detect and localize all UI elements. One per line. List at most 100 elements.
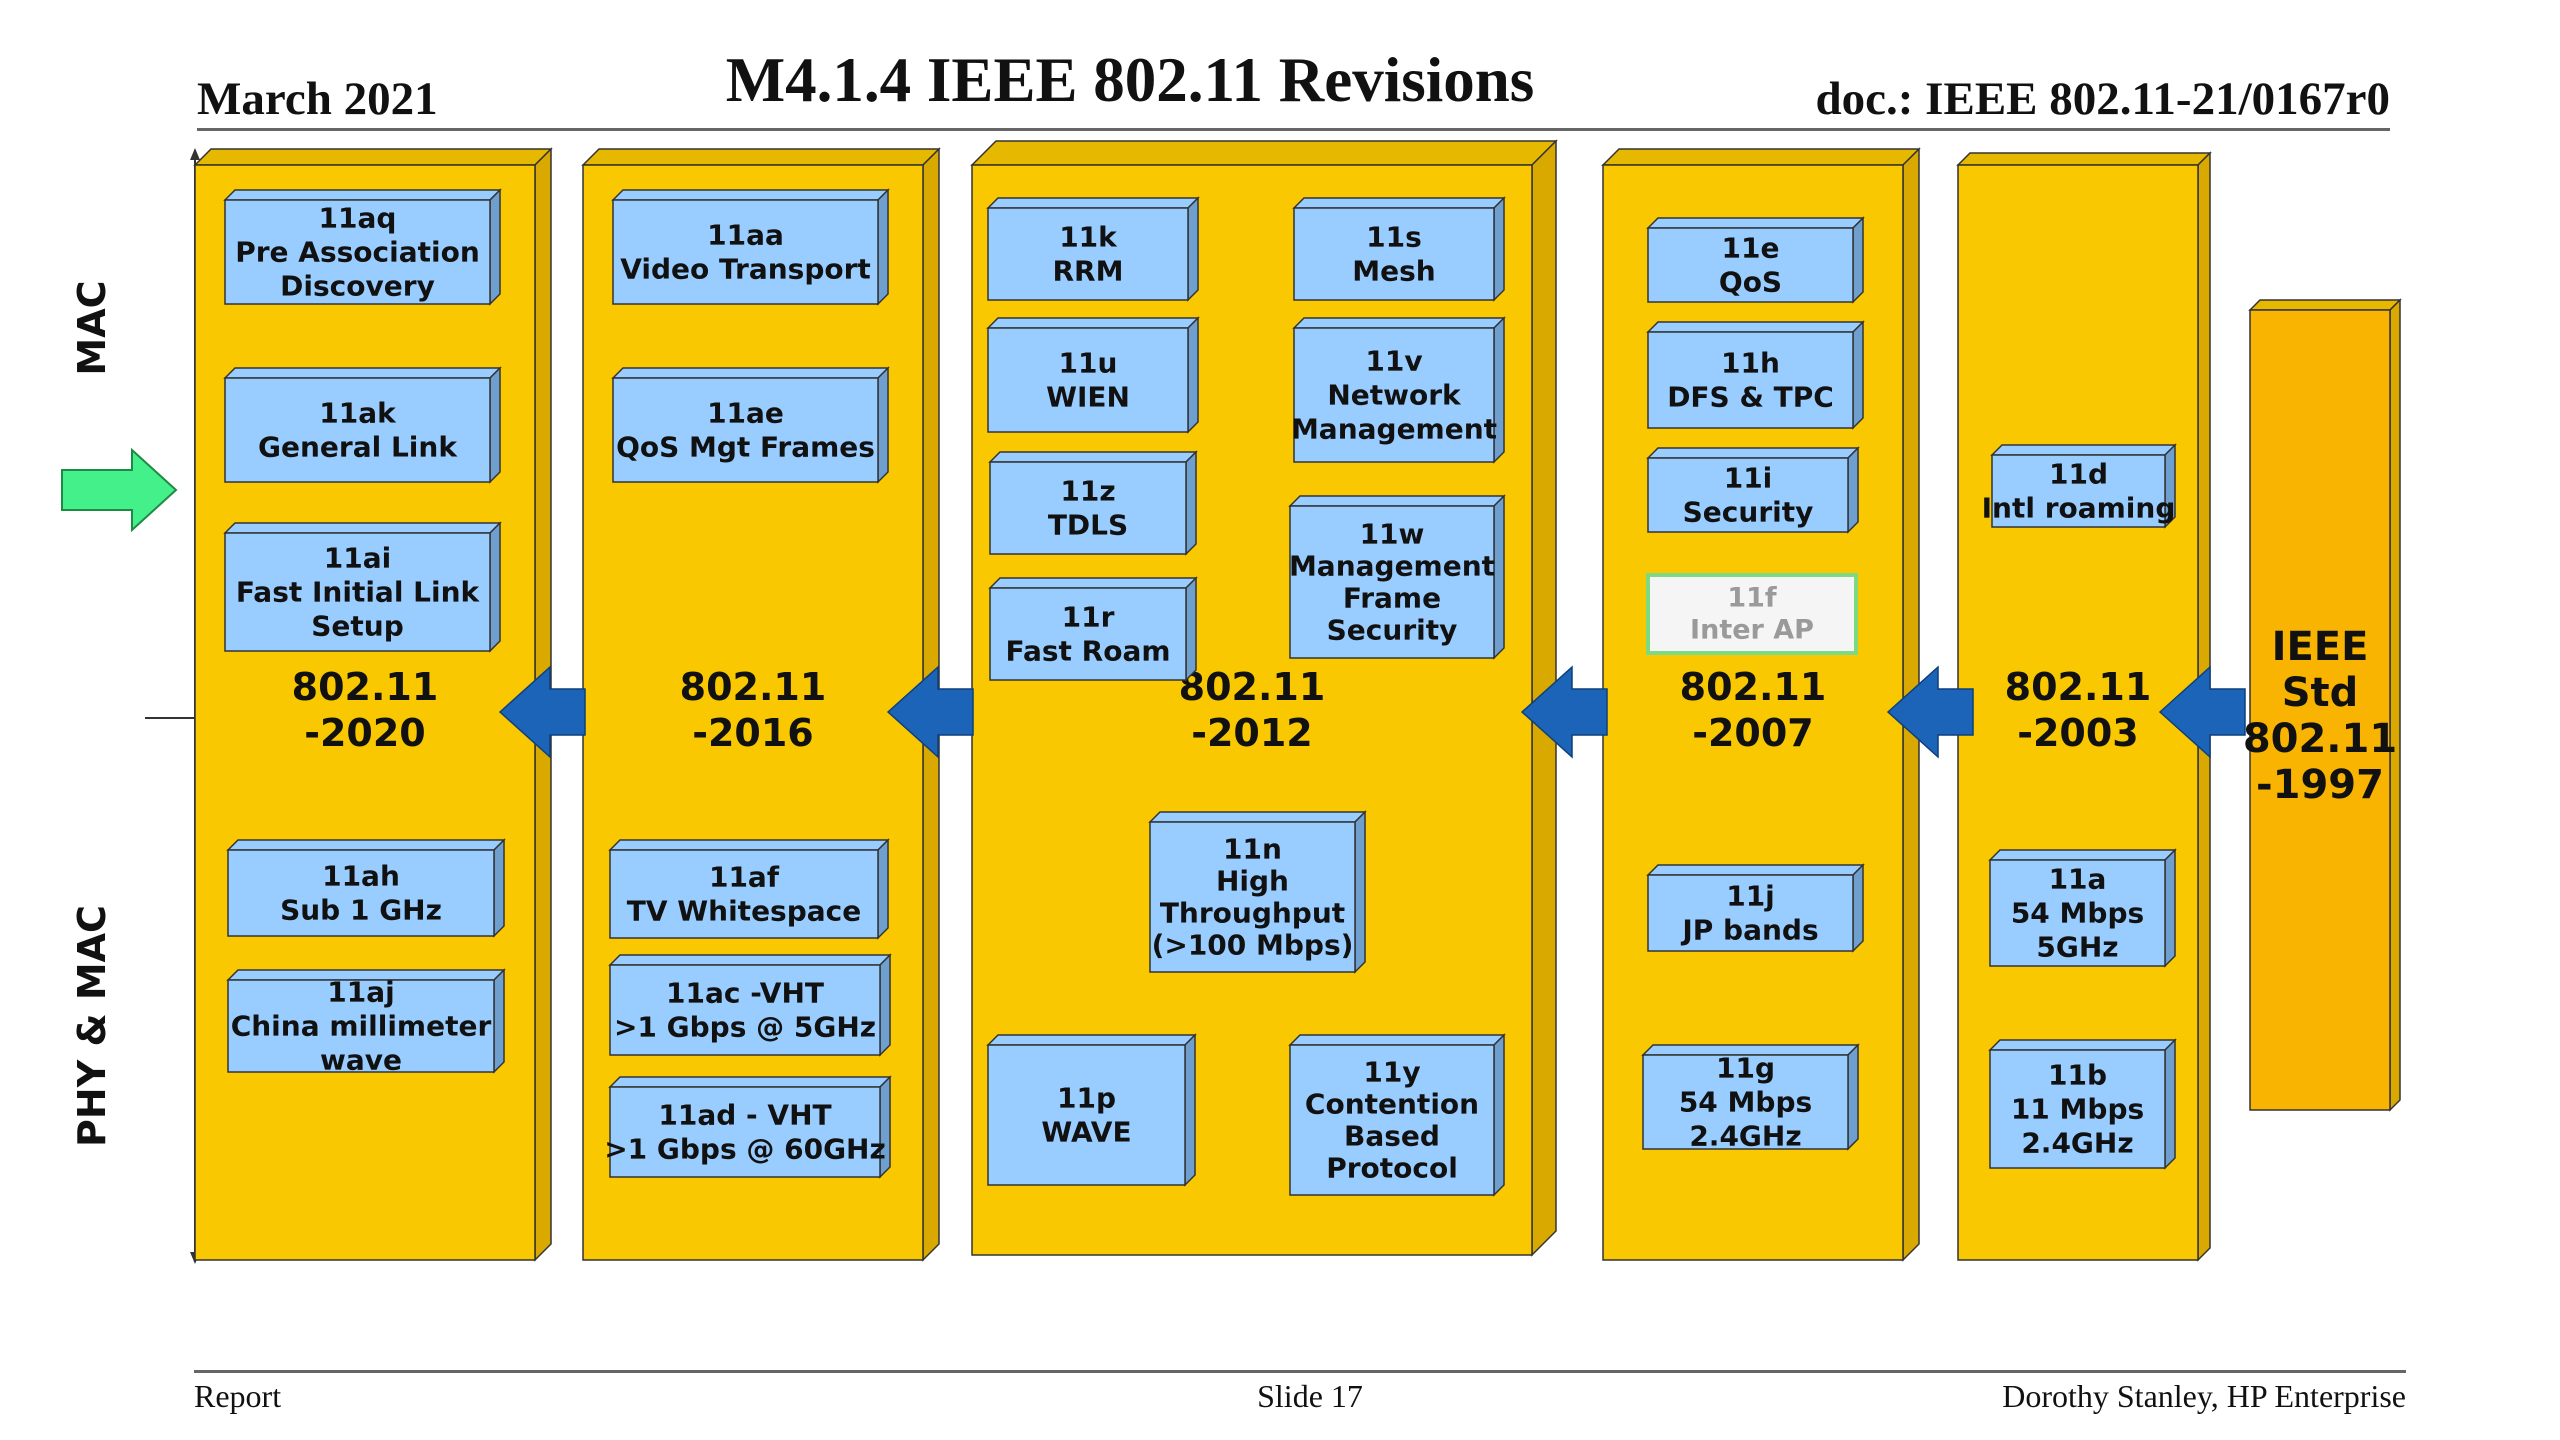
amendment-text: 11w — [1360, 518, 1425, 551]
amendment-box-top-face — [223, 522, 502, 534]
amendment-box-front-face — [1647, 227, 1854, 303]
amendment-text: 11s — [1366, 221, 1422, 254]
col-2016-top-face — [581, 148, 941, 166]
amendment-text: DFS & TPC — [1667, 381, 1834, 414]
arrow-2016-to-2020 — [498, 665, 586, 759]
revision-label: 802.11 — [292, 665, 439, 709]
amendment-box: 11ac -VHT>1 Gbps @ 5GHz — [608, 953, 892, 1057]
amendment-text: 11j — [1726, 880, 1775, 913]
amendment-text: 54 Mbps — [1679, 1086, 1812, 1119]
amendment-text: 11z — [1060, 475, 1115, 508]
amendment-box-front-face — [609, 964, 881, 1056]
amendment-box-side-face — [493, 968, 505, 1074]
header-date: March 2021 — [197, 73, 438, 125]
revision-label: 802.11 — [1680, 665, 1827, 709]
amendment-box-top-face — [1646, 217, 1865, 229]
amendment-box-front-face — [987, 1044, 1186, 1186]
amendment-box-side-face — [1493, 494, 1505, 660]
amendment-text: General Link — [258, 431, 458, 464]
col-2003-top-face — [1956, 152, 2212, 166]
amendment-box-side-face — [489, 366, 501, 484]
amendment-text: China millimeter — [231, 1010, 492, 1043]
amendment-box-side-face — [1493, 1033, 1505, 1197]
amendment-box-front-face — [1149, 821, 1356, 973]
arrow-2003-to-2007 — [1886, 665, 1974, 759]
amendment-box-front-face — [1647, 331, 1854, 429]
amendment-text: Mesh — [1352, 255, 1435, 288]
revision-label: -2020 — [304, 711, 426, 755]
header-divider — [197, 128, 2390, 131]
amendment-text: 11ae — [707, 397, 784, 430]
revision-label: 802.11 — [680, 665, 827, 709]
amendment-box-side-face — [1847, 1043, 1859, 1151]
amendment-text: 11a — [2049, 863, 2107, 896]
amendment-text: RRM — [1053, 255, 1124, 288]
amendment-box-top-face — [986, 317, 1200, 329]
revision-label: 802.11 — [1179, 665, 1326, 709]
amendment-box-top-face — [1288, 495, 1506, 507]
ieee-std-text: IEEE — [2272, 624, 2369, 670]
amendment-box-side-face — [1185, 450, 1197, 556]
amendment-text: 11aq — [319, 202, 397, 235]
ieee-std-text: Std — [2282, 670, 2359, 716]
amendment-box-front-face — [989, 587, 1187, 681]
amendment-box-top-face — [1292, 197, 1506, 209]
amendment-text: WIEN — [1046, 381, 1130, 414]
amendment-text: Fast Roam — [1005, 635, 1170, 668]
revision-label: -2003 — [2017, 711, 2139, 755]
amendment-box-front-face — [1293, 207, 1495, 301]
amendment-box-front-face — [987, 207, 1189, 301]
amendment-box-front-face — [1647, 457, 1849, 533]
amendment-text: 11aa — [707, 219, 784, 252]
arrow-2012-to-2016 — [886, 665, 974, 759]
arrow-2007-to-2012 — [1520, 665, 1608, 759]
ieee-std-text: 802.11 — [2243, 716, 2397, 762]
amendment-text: 11v — [1365, 345, 1422, 378]
amendment-box: 11ad - VHT>1 Gbps @ 60GHz — [604, 1075, 892, 1179]
amendment-text: Security — [1683, 496, 1814, 529]
amendment-box-top-face — [1646, 321, 1865, 333]
amendment-text: High — [1216, 865, 1289, 898]
amendment-text: TDLS — [1048, 509, 1128, 542]
amendment-box-side-face — [1852, 320, 1864, 430]
footer-divider — [194, 1370, 2406, 1373]
amendment-box-top-face — [986, 1034, 1197, 1046]
amendment-text: Based — [1344, 1120, 1440, 1153]
amendment-text: 11ai — [324, 542, 391, 575]
amendment-box-side-face — [1852, 216, 1864, 304]
amendment-text: Intl roaming — [1982, 492, 2176, 525]
amendment-text: Fast Initial Link — [236, 576, 481, 609]
amendment-text: 11n — [1223, 833, 1282, 866]
amendment-box-top-face — [1646, 864, 1865, 876]
amendment-box-front-face — [1647, 874, 1854, 952]
amendment-text: TV Whitespace — [627, 895, 862, 928]
amendment-text: QoS Mgt Frames — [616, 431, 875, 464]
amendment-box-top-face — [223, 189, 502, 201]
amendment-box-side-face — [1852, 863, 1864, 953]
revision-label: 802.11 — [2005, 665, 2152, 709]
revision-label: -2007 — [1692, 711, 1814, 755]
amendment-box-front-face — [1989, 1049, 2166, 1169]
amendment-text: 54 Mbps — [2011, 897, 2144, 930]
amendment-text: 11i — [1724, 462, 1773, 495]
amendment-text: Frame — [1343, 582, 1441, 615]
amendment-box-front-face — [609, 849, 879, 939]
amendment-box-front-face — [224, 377, 491, 483]
amendment-box-top-face — [1646, 447, 1860, 459]
ieee-std-front-face — [2249, 309, 2391, 1111]
arrow-1997-to-2003 — [2158, 665, 2246, 759]
